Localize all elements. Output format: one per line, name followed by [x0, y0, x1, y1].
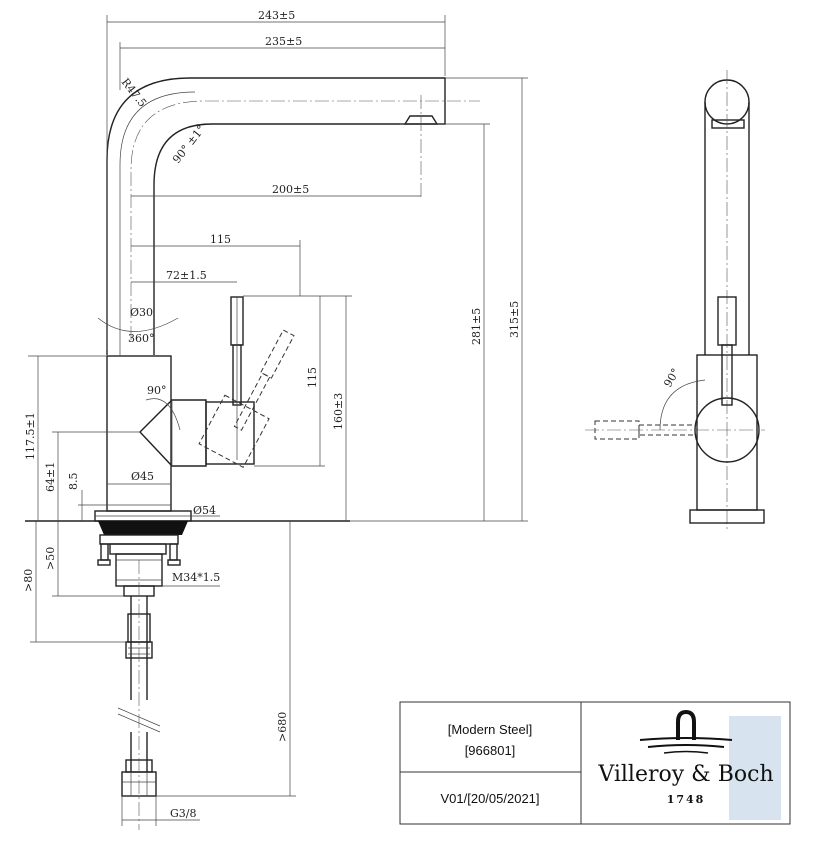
front-view: [25, 77, 480, 830]
dim-thread: M34*1.5: [172, 571, 220, 584]
side-view: [585, 70, 765, 530]
brand-logo-icon: [639, 709, 733, 754]
dim-lever-offset: 72±1.5: [166, 269, 207, 282]
title-block: [399, 701, 791, 825]
dim-base-diameter: Ø54: [193, 504, 216, 517]
title-code: [966801]: [465, 743, 516, 758]
dim-body-diameter: Ø45: [131, 470, 154, 483]
dim-base-height: 8.5: [67, 473, 80, 491]
dim-min-80: >80: [22, 569, 35, 592]
dimension-lines: [28, 15, 528, 826]
dim-rotation: 360°: [128, 332, 155, 345]
title-version: V01/[20/05/2021]: [440, 791, 539, 806]
dim-lever-axis-height: 64±1: [44, 462, 57, 492]
dim-reach: 235±5: [265, 35, 302, 48]
brand-name: Villeroy & Boch: [597, 762, 773, 787]
dim-lever-angle-front: 90°: [147, 384, 167, 397]
dim-overall-width: 243±5: [258, 9, 295, 22]
dim-min-680: >680: [276, 712, 289, 742]
dim-connection: G3/8: [170, 807, 197, 820]
dim-outlet-height: 281±5: [470, 308, 483, 345]
dim-lever-reach: 115: [210, 233, 231, 246]
logo-watermark-icon: [729, 716, 781, 820]
dim-lever-angle-side: 90°: [661, 366, 682, 389]
dim-lever-total-height: 160±3: [332, 393, 345, 430]
dim-body-height: 117.5±1: [24, 412, 37, 460]
dim-outlet-offset: 200±5: [272, 183, 309, 196]
dim-spout-diameter: Ø30: [130, 306, 153, 319]
dim-bend-angle: 90° ±1°: [170, 123, 208, 166]
dim-total-height: 315±5: [508, 301, 521, 338]
dim-min-50: >50: [44, 547, 57, 570]
title-model: [Modern Steel]: [448, 722, 533, 737]
dim-lever-height: 115: [306, 367, 319, 388]
brand-year: 1748: [667, 793, 706, 806]
